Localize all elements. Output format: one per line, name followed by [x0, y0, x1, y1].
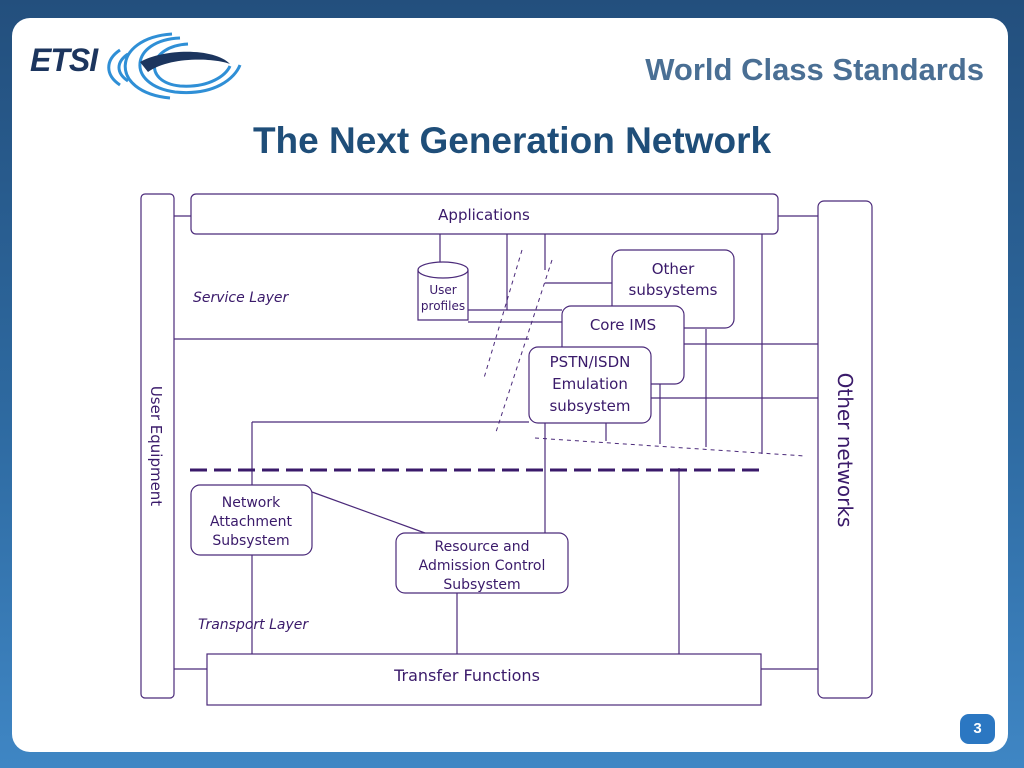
other-subsystems-label-1: Other — [652, 260, 695, 278]
transfer-functions-label: Transfer Functions — [393, 666, 540, 685]
nass-label-3: Subsystem — [212, 533, 289, 549]
other-networks-label: Other networks — [833, 373, 857, 528]
pstn-label-3: subsystem — [549, 397, 630, 415]
applications-label: Applications — [438, 206, 530, 224]
user-profiles-label-1: User — [429, 283, 456, 297]
pstn-label-1: PSTN/ISDN — [550, 353, 631, 371]
logo-swirl-icon — [107, 32, 242, 100]
pstn-label-2: Emulation — [552, 375, 628, 393]
racs-label-1: Resource and — [435, 539, 530, 555]
page-number-badge: 3 — [960, 714, 995, 744]
core-ims-label: Core IMS — [590, 316, 656, 334]
user-equipment-label: User Equipment — [147, 386, 165, 506]
nass-label-1: Network — [222, 495, 281, 511]
service-layer-label: Service Layer — [193, 290, 289, 306]
racs-label-3: Subsystem — [443, 577, 520, 593]
page-title: The Next Generation Network — [252, 120, 772, 161]
slide-background — [12, 18, 1008, 752]
nass-label-2: Attachment — [210, 514, 293, 530]
racs-label-2: Admission Control — [419, 558, 546, 574]
etsi-logo: ETSI — [30, 30, 245, 100]
tagline: World Class Standards — [645, 52, 984, 87]
transport-layer-label: Transport Layer — [198, 617, 309, 633]
user-profiles-label-2: profiles — [421, 299, 465, 313]
other-subsystems-label-2: subsystems — [629, 281, 718, 299]
logo-text: ETSI — [30, 42, 98, 78]
